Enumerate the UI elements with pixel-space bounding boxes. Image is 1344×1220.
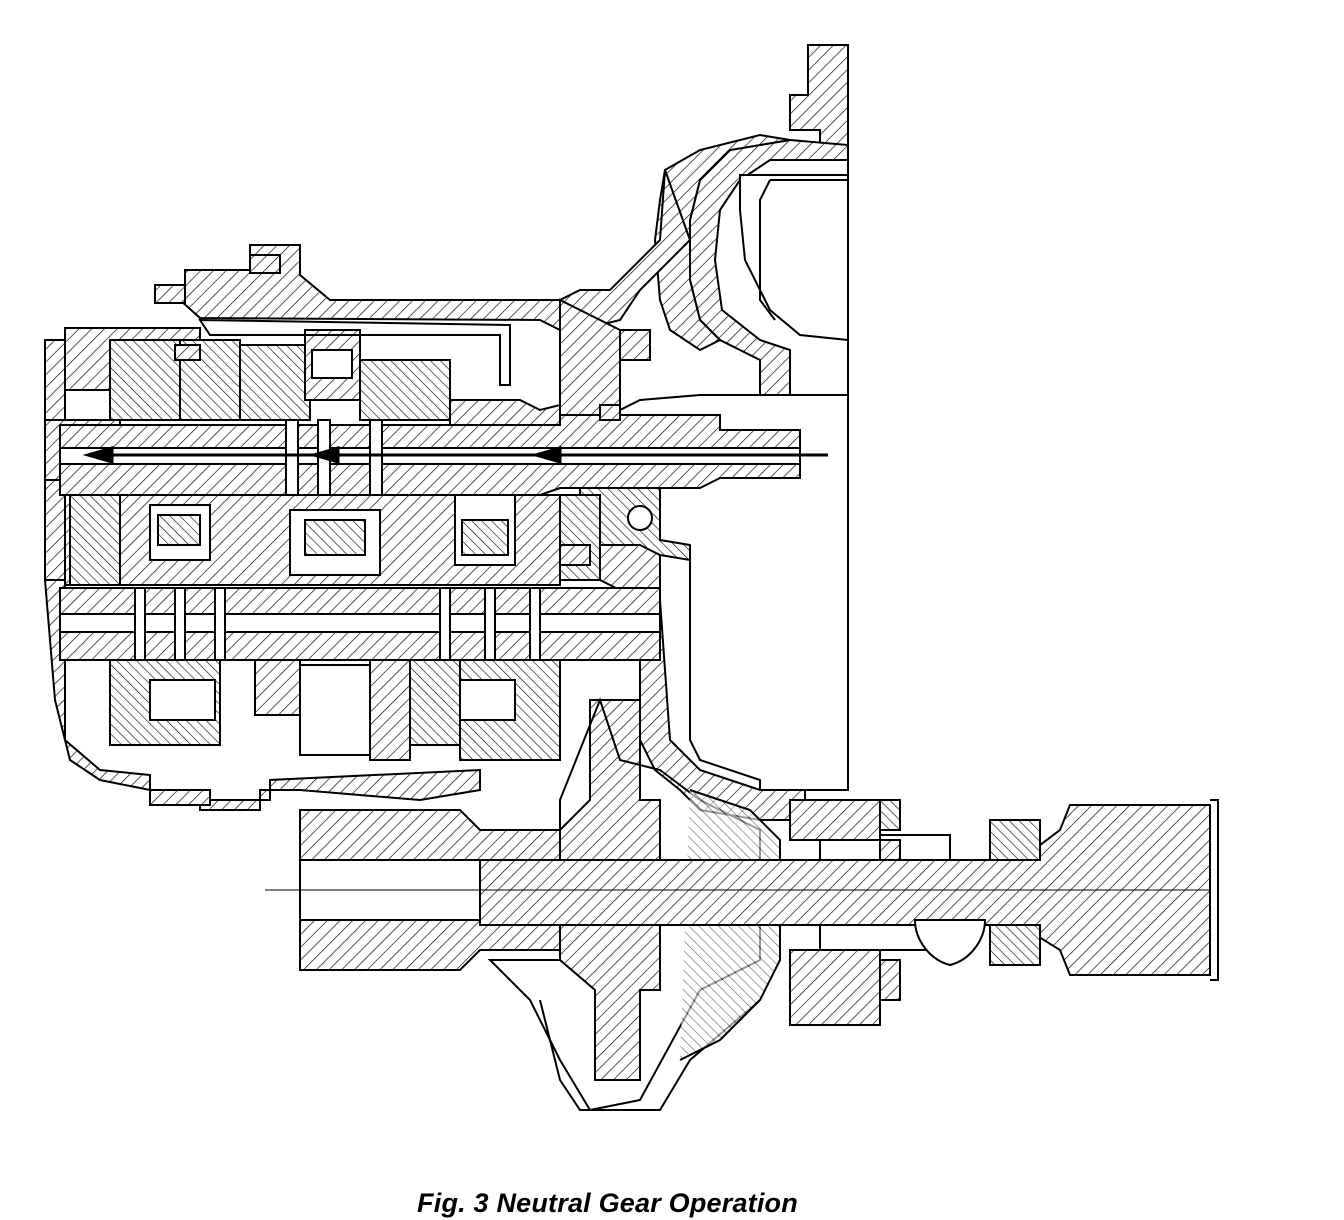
power-flow-arrowhead-right [530,446,562,464]
lower-gear-set [109,659,561,761]
input-shaft [59,414,801,501]
synchronizer-assemblies [64,494,601,586]
bellhousing [619,44,849,801]
output-shaft [59,587,661,661]
power-flow-arrowhead-middle [308,446,340,464]
transaxle-cross-section-diagram [43,44,1219,1112]
fasteners [149,254,901,1001]
figure-caption: Fig. 3 Neutral Gear Operation [417,1188,798,1218]
power-flow-arrows [82,446,828,464]
power-flow-arrowhead-left [82,446,114,464]
